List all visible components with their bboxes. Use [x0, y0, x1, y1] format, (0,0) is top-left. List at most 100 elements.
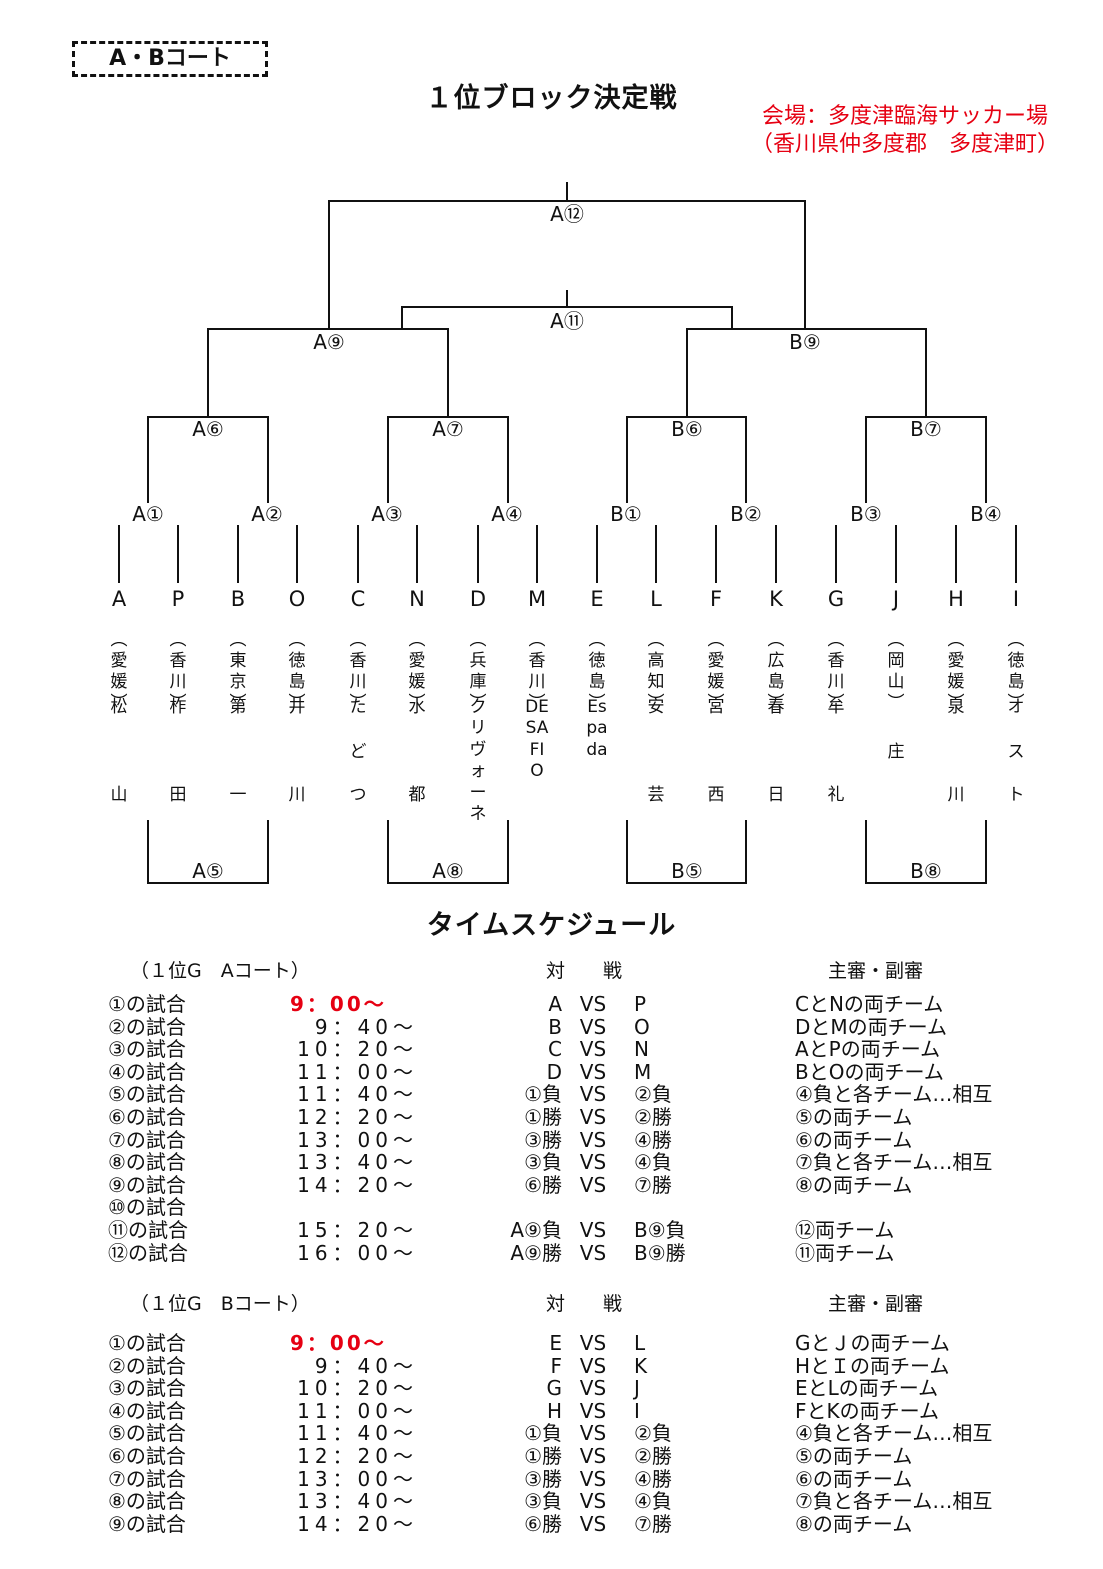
match-right-team: M: [634, 1059, 652, 1084]
team-name-bottom: 西: [707, 785, 725, 805]
match-left-team: A: [548, 992, 562, 1016]
team-letter: J: [892, 587, 900, 611]
match-referee: ⑧の両チーム: [795, 1172, 913, 1197]
match-name: ⑩の試合: [108, 1195, 186, 1220]
team-letter: H: [948, 587, 964, 611]
b-match-header: 対 戦: [546, 1293, 623, 1315]
match-name: ⑫の試合: [108, 1240, 188, 1265]
b-court-heading: （１位G Bコート）: [130, 1293, 310, 1315]
a-court-heading: （１位G Aコート）: [130, 960, 310, 982]
node-a8: A⑧: [416, 860, 480, 882]
match-right-team: B⑨勝: [634, 1240, 686, 1265]
team-prefecture-name: 香川: [169, 651, 187, 692]
match-left-team: F: [550, 1353, 562, 1378]
team-prefecture-name: 徳島: [1007, 651, 1025, 692]
node-a12: A⑫: [535, 203, 599, 225]
match-time: 12：20～: [297, 1444, 418, 1468]
match-vs: VS: [579, 1150, 607, 1175]
team-prefecture-name: 愛媛: [110, 651, 128, 692]
match-left-team: A⑨負: [510, 1218, 562, 1242]
match-left-team: ①負: [524, 1082, 562, 1107]
match-vs: VS: [579, 1353, 607, 1378]
team-name-bottom: 礼: [827, 785, 845, 805]
team-name-middle: ど: [349, 742, 367, 762]
match-left-team: ⑥勝: [524, 1172, 562, 1197]
match-time: 11：00～: [297, 1398, 418, 1423]
page-title: １位ブロック決定戦: [425, 83, 678, 114]
match-right-team: ④負: [634, 1150, 672, 1175]
match-vs: VS: [579, 1444, 607, 1468]
line-a8: [387, 820, 509, 884]
team-letter: I: [1012, 587, 1020, 611]
match-referee: ④負と各チーム…相互: [795, 1082, 993, 1107]
match-vs: VS: [579, 1466, 607, 1491]
team-prefecture: ︵香川︶: [824, 630, 848, 714]
team-prefecture-name: 香川: [528, 651, 546, 692]
match-vs: VS: [579, 992, 607, 1016]
match-name: ③の試合: [108, 1376, 186, 1401]
team-letter: G: [827, 587, 845, 611]
match-time: 9：00～: [290, 992, 387, 1016]
team-letter: E: [590, 587, 604, 611]
team-prefecture-name: 徳島: [588, 651, 606, 692]
team-letter: O: [288, 587, 306, 611]
team-name-top: 春: [767, 697, 785, 717]
team-name-top: 井: [288, 697, 306, 717]
node-a9: A⑨: [297, 331, 361, 353]
match-left-team: ③勝: [524, 1466, 562, 1491]
match-right-team: ④負: [634, 1489, 672, 1514]
team-prefecture-name: 愛媛: [707, 651, 725, 692]
match-right-team: ②負: [634, 1082, 672, 1107]
match-right-team: P: [634, 992, 647, 1016]
team-name-top: 水: [408, 697, 426, 717]
bracket-lines: [118, 182, 1017, 884]
match-time: 15：20～: [297, 1218, 418, 1242]
match-vs: VS: [579, 1511, 607, 1536]
team-name-vertical: クリヴォーネ: [469, 697, 487, 825]
match-referee: GとＪの両チーム: [795, 1331, 950, 1355]
match-time: 11：40～: [297, 1421, 418, 1446]
node-b5: B⑤: [655, 860, 719, 882]
node-a4: A④: [475, 503, 539, 525]
team-prefecture-name: 東京: [229, 651, 247, 692]
match-left-team: [480, 1196, 562, 1219]
match-name: ②の試合: [108, 1014, 186, 1039]
match-referee: ⑥の両チーム: [795, 1466, 913, 1491]
schedule-title: タイムスケジュール: [426, 910, 677, 941]
team-name-vertical: Espada: [586, 697, 608, 760]
team-letter: P: [171, 587, 185, 611]
match-time: 14：20～: [297, 1172, 418, 1197]
match-left-team: A⑨勝: [510, 1240, 562, 1265]
team-name-top: 安: [647, 697, 665, 717]
match-referee: ⑫両チーム: [795, 1218, 895, 1242]
match-time: 13：00～: [297, 1466, 418, 1491]
match-name: ⑦の試合: [108, 1466, 186, 1491]
team-name-top: 柞: [169, 697, 187, 717]
match-vs: VS: [579, 1105, 607, 1129]
node-a3: A③: [355, 503, 419, 525]
team-prefecture-name: 徳島: [288, 651, 306, 692]
node-b3: B③: [834, 503, 898, 525]
match-left-team: C: [548, 1037, 562, 1062]
match-name: ⑧の試合: [108, 1489, 186, 1514]
a-ref-header: 主審・副審: [828, 960, 924, 982]
match-right-team: ②負: [634, 1421, 672, 1446]
match-name: ⑧の試合: [108, 1150, 186, 1175]
match-vs: VS: [579, 1218, 607, 1242]
match-name: ④の試合: [108, 1398, 186, 1423]
match-time: 9：00～: [290, 1331, 387, 1355]
match-vs: VS: [579, 1240, 607, 1265]
team-letter: M: [527, 587, 547, 611]
match-vs: VS: [579, 1037, 607, 1062]
team-name-top: 牟: [827, 697, 845, 717]
team-prefecture: ︵東京︶: [226, 630, 250, 714]
match-time: 9：40～: [314, 1014, 418, 1039]
node-b9: B⑨: [773, 331, 837, 353]
match-left-team: D: [546, 1059, 562, 1084]
node-a1: A①: [116, 503, 180, 525]
match-referee: ⑤の両チーム: [795, 1105, 913, 1129]
team-letter: A: [111, 587, 127, 611]
match-right-team: ②勝: [634, 1105, 672, 1129]
node-b4: B④: [954, 503, 1018, 525]
match-referee: FとKの両チーム: [795, 1398, 940, 1423]
